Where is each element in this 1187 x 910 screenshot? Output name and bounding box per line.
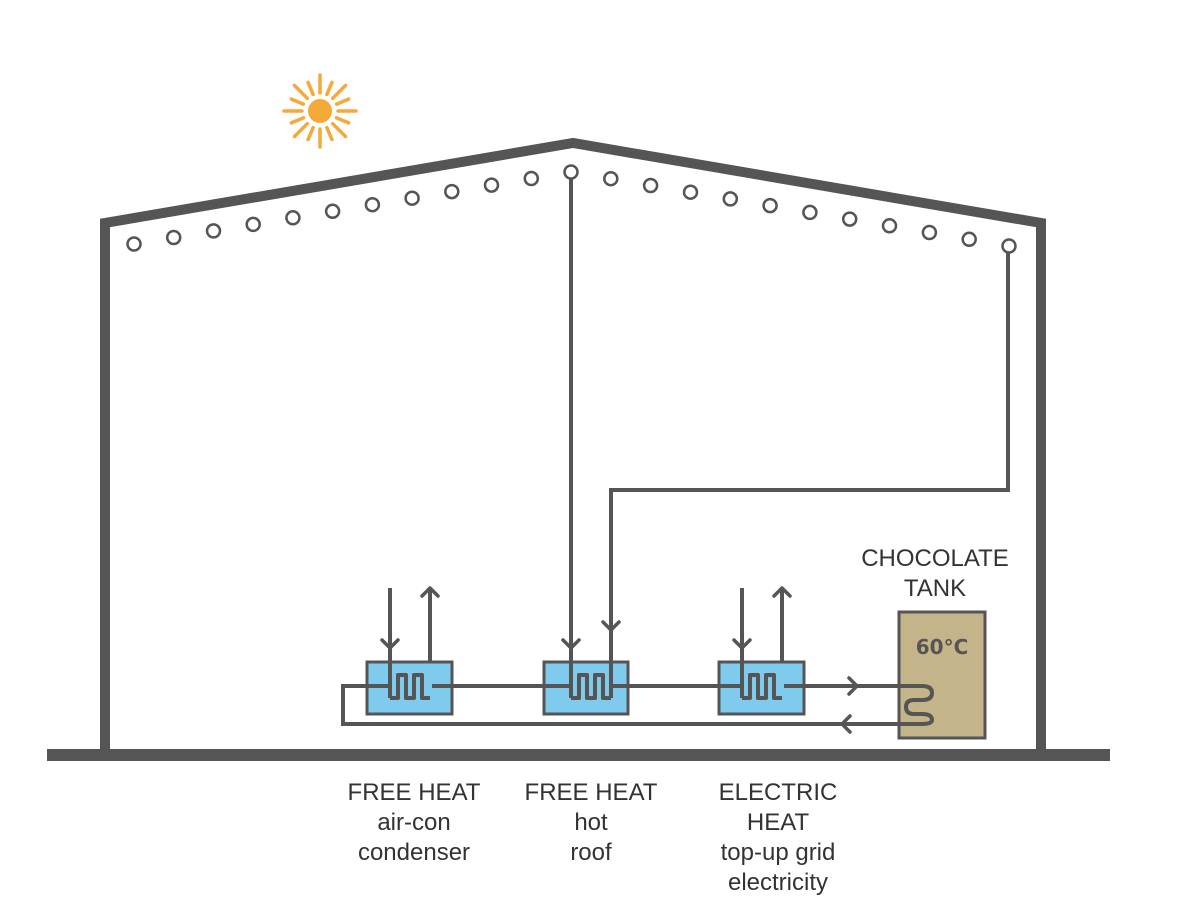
roof-pipe-circle (762, 197, 778, 214)
roof-pipe-circle (881, 218, 898, 234)
roof-pipe-circle (1001, 238, 1017, 254)
tank-label-line2: TANK (904, 575, 966, 602)
sun-ray (289, 97, 306, 106)
tank-coil (900, 684, 935, 726)
caption-line: FREE HEAT (348, 779, 481, 806)
roof-pipe-circle (404, 190, 420, 206)
caption-line: condenser (358, 839, 470, 866)
roof-pipe-circle (563, 164, 579, 180)
roof-pipe-circle (483, 177, 500, 193)
caption-electric: ELECTRIC HEAT top-up grid electricity (719, 779, 838, 896)
sun-ray (292, 121, 310, 139)
caption-line: air-con (377, 809, 450, 836)
roof-pipe-circle (802, 204, 818, 221)
sun-ray (306, 125, 315, 142)
roof-pipe-circle (444, 183, 460, 200)
roof-pipe-circle (245, 216, 261, 233)
caption-roof: FREE HEAT hot roof (525, 779, 658, 866)
roof-pipe-circle (722, 191, 739, 207)
sun-ray (334, 97, 351, 106)
roof-pipe-circle (165, 229, 182, 246)
building-outline (100, 137, 1046, 750)
roof-pipe-circle (126, 236, 142, 252)
tank-label-line1: CHOCOLATE (861, 545, 1009, 572)
sun-ray (292, 83, 310, 101)
caption-line: top-up grid (721, 839, 836, 866)
roof-pipe-circle (205, 223, 222, 239)
coil (742, 673, 782, 700)
heat-exchanger-roof (542, 640, 630, 716)
caption-line: HEAT (747, 809, 810, 836)
roof-pipe-circle (682, 184, 699, 200)
sun-ray (289, 116, 306, 125)
roof-pipe-circle (961, 231, 977, 248)
roof-pipe-circle (364, 196, 381, 213)
sun-ray (330, 83, 348, 101)
roof-pipe-circle (324, 203, 341, 220)
chocolate-tank: 60°C (897, 610, 987, 740)
sun-ray (330, 121, 348, 139)
heat-exchanger-electric (717, 586, 806, 716)
roof-pipe-circle (642, 177, 659, 194)
tank-temperature: 60°C (916, 635, 969, 659)
sun-ray (325, 125, 334, 142)
sun-ray (306, 80, 315, 97)
caption-line: hot (574, 809, 608, 836)
coil (571, 673, 611, 700)
caption-line: roof (570, 839, 612, 866)
heat-exchanger-aircon (365, 586, 454, 716)
sun-ray (334, 116, 351, 125)
caption-line: electricity (728, 869, 828, 896)
caption-aircon: FREE HEAT air-con condenser (348, 779, 481, 866)
roof-pipe-circle (523, 170, 540, 187)
sun-ray (325, 80, 334, 97)
caption-line: ELECTRIC (719, 779, 838, 806)
coil (390, 673, 430, 700)
roof-pipes (126, 164, 1017, 254)
caption-line: FREE HEAT (525, 779, 658, 806)
roof-pipe-circle (841, 211, 858, 227)
roof-pipe-circle (921, 224, 938, 241)
sun-icon (282, 73, 358, 149)
roof-pipe-circle (285, 210, 301, 226)
roof-pipe-circle (603, 170, 619, 187)
